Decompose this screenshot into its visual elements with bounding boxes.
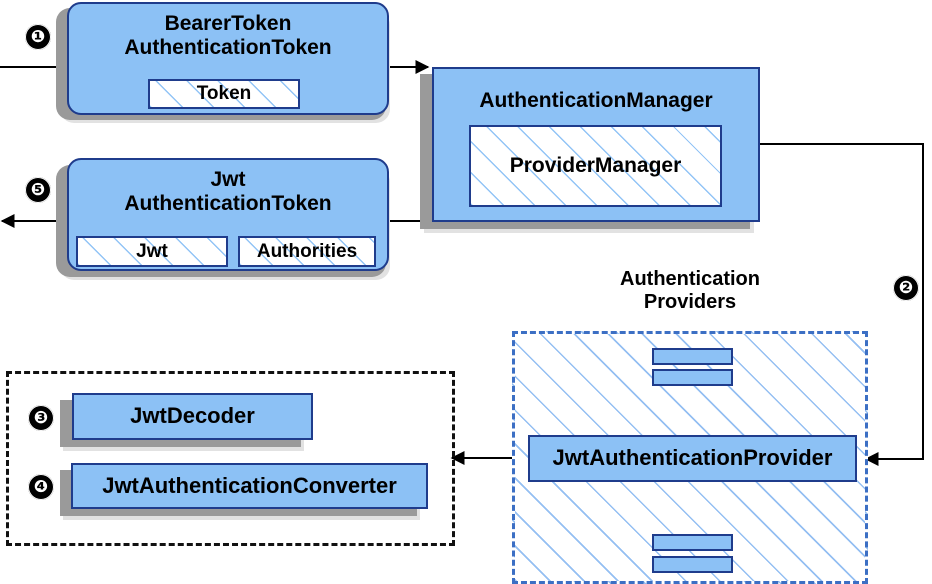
provider-manager-inner[interactable]: ProviderManager	[469, 125, 722, 207]
arrow-manager-to-provider	[760, 143, 924, 466]
step-marker-5: ❺	[25, 177, 51, 203]
bearer-token-inner-token[interactable]: Token	[148, 79, 300, 109]
step-marker-5-label: ❺	[30, 180, 46, 200]
authentication-providers-caption-line2: Providers	[643, 291, 737, 313]
jwt-decoder-label: JwtDecoder	[130, 403, 255, 429]
jwt-authentication-provider-box[interactable]: JwtAuthenticationProvider	[528, 435, 857, 482]
bearer-token-inner-label: Token	[196, 83, 252, 104]
jwt-token-title-line2: AuthenticationToken	[124, 191, 332, 215]
jwt-token-title: Jwt AuthenticationToken	[69, 168, 387, 215]
jwt-token-inner-authorities-label: Authorities	[256, 240, 358, 262]
bearer-token-title: BearerToken AuthenticationToken	[69, 12, 387, 59]
provider-manager-label: ProviderManager	[509, 154, 682, 177]
authentication-providers-caption-line1: Authentication	[620, 268, 760, 290]
bearer-token-title-line2: AuthenticationToken	[124, 35, 332, 59]
provider-stack-bar-bottom-1	[652, 534, 733, 551]
jwt-authentication-converter-label: JwtAuthenticationConverter	[102, 472, 397, 498]
step-marker-2-label: ❷	[898, 278, 914, 298]
authentication-providers-caption: Authentication Providers	[545, 268, 835, 314]
jwt-token-title-line1: Jwt	[210, 168, 246, 191]
jwt-decoder-box[interactable]: JwtDecoder	[72, 393, 313, 440]
jwt-authentication-provider-label: JwtAuthenticationProvider	[552, 445, 833, 471]
step-marker-1-label: ❶	[30, 27, 46, 47]
jwt-authentication-converter-box[interactable]: JwtAuthenticationConverter	[71, 463, 428, 509]
provider-stack-bar-top-1	[652, 348, 733, 365]
bearer-token-title-line1: BearerToken	[164, 12, 292, 35]
step-marker-2: ❷	[893, 275, 919, 301]
authentication-manager-title: AuthenticationManager	[479, 89, 713, 112]
provider-stack-bar-top-2	[652, 369, 733, 386]
jwt-token-inner-authorities[interactable]: Authorities	[238, 236, 376, 267]
step-marker-4-label: ❹	[33, 477, 49, 497]
step-marker-1: ❶	[25, 24, 51, 50]
step-marker-3: ❸	[28, 405, 54, 431]
provider-stack-bar-bottom-2	[652, 556, 733, 573]
step-marker-4: ❹	[28, 474, 54, 500]
jwt-token-inner-jwt-label: Jwt	[136, 240, 168, 262]
jwt-token-inner-jwt[interactable]: Jwt	[76, 236, 228, 267]
step-marker-3-label: ❸	[33, 408, 49, 428]
